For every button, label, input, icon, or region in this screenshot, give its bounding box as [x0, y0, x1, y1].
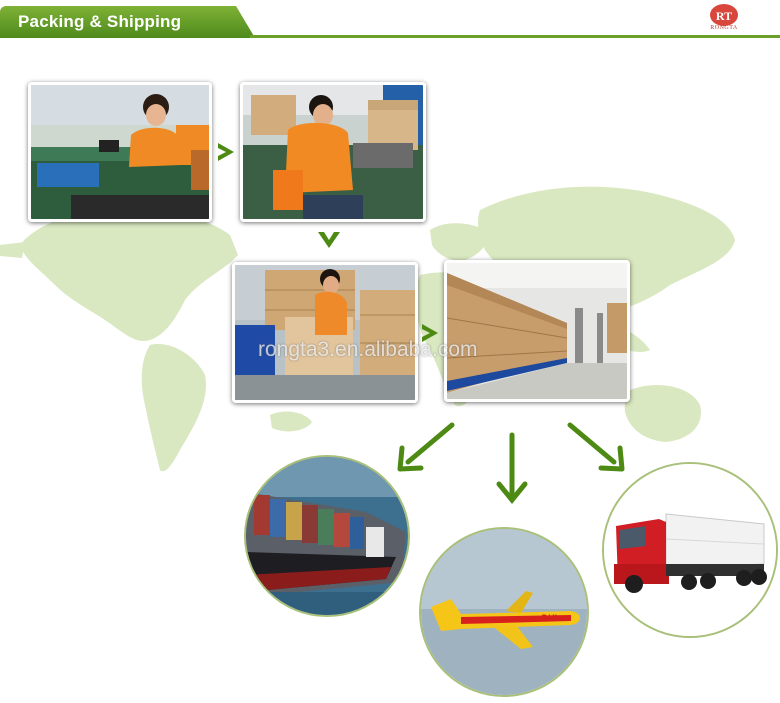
- chevron-right-icon: [218, 143, 234, 161]
- chevron-down-icon: [318, 232, 340, 248]
- warehouse-photo: [444, 260, 630, 402]
- logo-name: RONGTA: [710, 25, 738, 31]
- road-freight-truck: [602, 462, 778, 638]
- header-rule: [250, 35, 780, 38]
- packing-photo: [240, 82, 426, 222]
- air-freight-dhl-plane: DHL: [419, 527, 589, 697]
- rongta-logo: RT: [710, 4, 738, 26]
- chevron-right-icon: [422, 324, 438, 342]
- carton-photo: [232, 262, 418, 403]
- logo-letters: RT: [716, 9, 732, 23]
- svg-text:DHL: DHL: [541, 613, 560, 623]
- sea-freight-ship: [244, 455, 410, 617]
- assembly-photo: [28, 82, 212, 222]
- header-tab: [0, 6, 255, 38]
- arrow-down-icon: [496, 432, 528, 504]
- arrow-down-right-icon: [567, 422, 625, 472]
- watermark: rongta3.en.alibaba.com: [258, 338, 478, 361]
- arrow-down-left-icon: [397, 422, 455, 472]
- header-bar: Packing & Shipping RT RONGTA: [0, 0, 780, 40]
- page-title: Packing & Shipping: [18, 12, 182, 31]
